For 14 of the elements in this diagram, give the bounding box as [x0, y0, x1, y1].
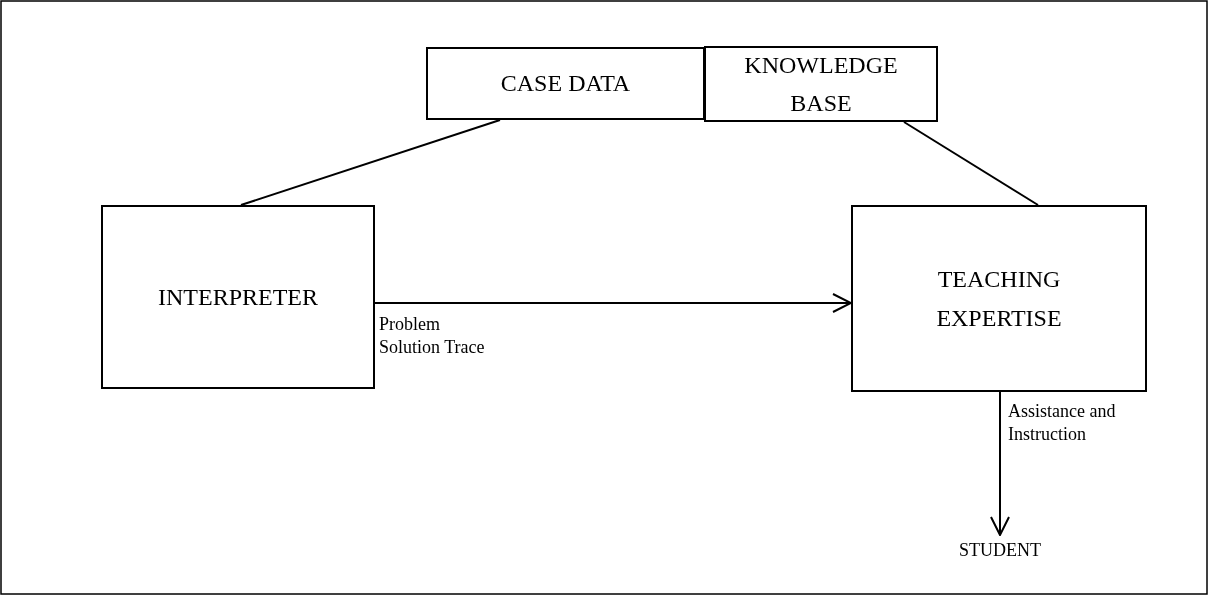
connector-line	[903, 121, 1039, 206]
node-label: KNOWLEDGE BASE	[743, 50, 899, 118]
node-label: CASE DATA	[500, 69, 631, 99]
process-box	[426, 47, 705, 120]
node-label: TEACHING EXPERTISE	[935, 265, 1063, 333]
process-box	[851, 205, 1147, 392]
arrow	[374, 293, 852, 313]
edge-label: Assistance and Instruction	[1008, 400, 1117, 447]
node-label: INTERPRETER	[158, 282, 318, 312]
connector-line	[240, 119, 501, 206]
process-box	[101, 205, 375, 389]
edge-label: Problem Solution Trace	[379, 313, 486, 360]
process-box	[704, 46, 938, 122]
arrow	[990, 391, 1010, 536]
